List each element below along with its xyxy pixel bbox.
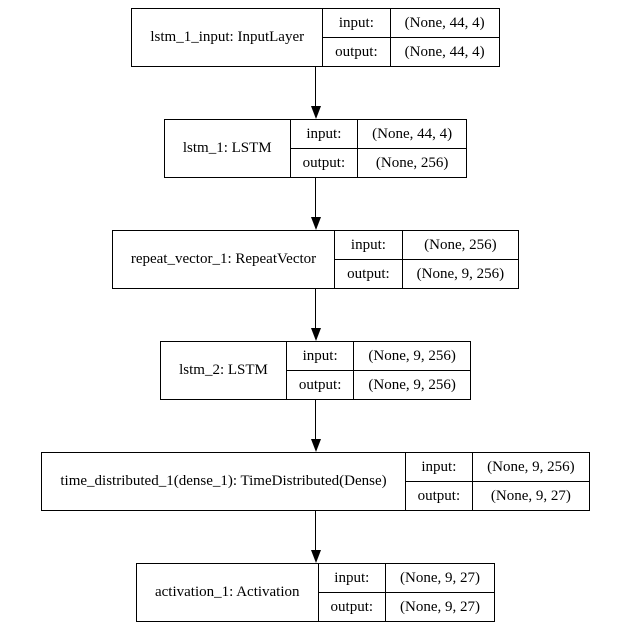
edge-arrow — [310, 67, 321, 119]
input-row-label: input: — [286, 342, 355, 371]
arrowhead-icon — [310, 106, 321, 119]
input-shape: (None, 256) — [402, 231, 519, 260]
input-row-label: input: — [323, 9, 391, 38]
output-shape: (None, 9, 256) — [416, 265, 505, 282]
output-shape: (None, 9, 27) — [400, 598, 481, 615]
input-row-label: input: — [335, 231, 403, 260]
layer-node-activation-1: activation_1: Activation input: (None, 9… — [135, 563, 496, 622]
output-shape: (None, 9, 27) — [490, 487, 571, 504]
io-table: input: (None, 256) output: (None, 9, 256… — [335, 231, 519, 288]
layer-node-lstm-2: lstm_2: LSTM input: (None, 9, 256) outpu… — [160, 341, 471, 400]
layer-node-lstm-1: lstm_1: LSTM input: (None, 44, 4) output… — [163, 119, 468, 178]
edge-line — [314, 178, 317, 217]
arrowhead-icon — [310, 328, 321, 341]
input-shape: (None, 44, 4) — [390, 9, 499, 38]
edge-line — [314, 289, 317, 328]
layer-name: time_distributed_1(dense_1): TimeDistrib… — [42, 453, 406, 510]
output-row-label: output: — [287, 371, 355, 399]
layer-name: lstm_2: LSTM — [161, 342, 287, 399]
layer-name: lstm_1_input: InputLayer — [132, 9, 324, 66]
layer-name: activation_1: Activation — [137, 564, 319, 621]
edge-line — [314, 67, 317, 106]
edge-arrow — [310, 178, 321, 230]
layer-node-lstm-1-input: lstm_1_input: InputLayer input: (None, 4… — [131, 8, 500, 67]
input-row-label: input: — [318, 564, 387, 593]
output-row-label: output: — [323, 38, 391, 66]
input-row-label: input: — [405, 453, 474, 482]
output-row-label: output: — [335, 260, 403, 288]
io-table: input: (None, 44, 4) output: (None, 44, … — [323, 9, 499, 66]
edge-arrow — [310, 511, 321, 563]
edge-arrow — [310, 400, 321, 452]
io-table: input: (None, 9, 256) output: (None, 9, … — [286, 342, 470, 399]
output-row-label: output: — [291, 149, 359, 177]
output-shape: (None, 44, 4) — [404, 43, 485, 60]
layer-name: repeat_vector_1: RepeatVector — [113, 231, 336, 288]
output-shape: (None, 9, 256) — [368, 376, 456, 393]
layer-node-repeat-vector-1: repeat_vector_1: RepeatVector input: (No… — [111, 230, 520, 289]
io-table: input: (None, 9, 256) output: (None, 9, … — [405, 453, 589, 510]
io-table: input: (None, 44, 4) output: (None, 256) — [290, 120, 467, 177]
edge-arrow — [310, 289, 321, 341]
input-shape: (None, 44, 4) — [358, 120, 467, 149]
output-shape: (None, 256) — [375, 154, 449, 171]
layer-name: lstm_1: LSTM — [165, 120, 291, 177]
input-shape: (None, 9, 27) — [386, 564, 495, 593]
arrowhead-icon — [310, 550, 321, 563]
arrowhead-icon — [310, 439, 321, 452]
input-shape: (None, 9, 256) — [354, 342, 470, 371]
output-row-label: output: — [319, 593, 387, 621]
input-shape: (None, 9, 256) — [473, 453, 589, 482]
layer-node-time-distributed-1: time_distributed_1(dense_1): TimeDistrib… — [41, 452, 590, 511]
output-row-label: output: — [406, 482, 474, 510]
input-row-label: input: — [290, 120, 359, 149]
edge-line — [314, 400, 317, 439]
arrowhead-icon — [310, 217, 321, 230]
edge-line — [314, 511, 317, 550]
io-table: input: (None, 9, 27) output: (None, 9, 2… — [318, 564, 495, 621]
